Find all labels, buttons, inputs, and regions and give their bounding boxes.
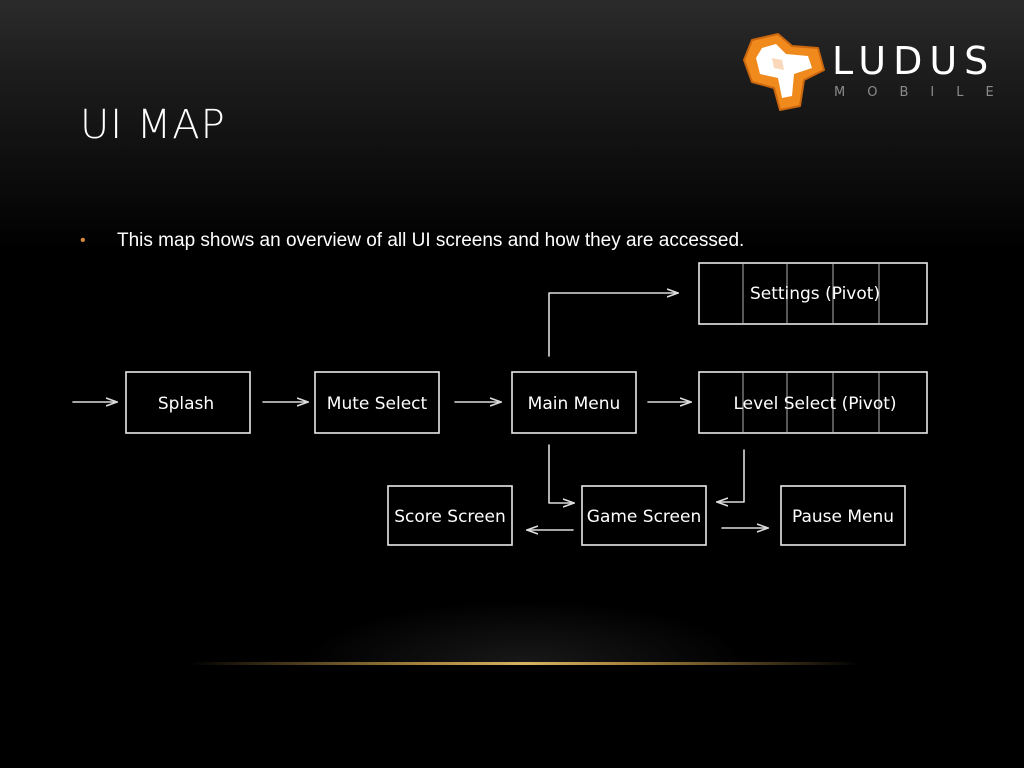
edge-main-menu-game-screen (548, 444, 574, 503)
bullet-text: This map shows an overview of all UI scr… (117, 230, 745, 251)
node-label-splash: Splash (158, 394, 214, 414)
slide-title: UI MAP (80, 102, 226, 148)
edge-main-menu-settings (548, 293, 678, 357)
node-label-game-screen: Game Screen (587, 507, 701, 527)
diagram-node-mute-select: Mute Select (314, 371, 440, 434)
diagram-node-game-screen: Game Screen (581, 485, 707, 546)
node-label-pause-menu: Pause Menu (792, 507, 894, 527)
logo-subtitle: MOBILE (834, 85, 1016, 100)
diagram-node-splash: Splash (125, 371, 251, 434)
logo-wordmark: LUDUS (832, 39, 996, 83)
footer-glow (300, 600, 750, 664)
bullet-icon: • (80, 232, 86, 249)
edge-level-select-game-screen (717, 449, 745, 502)
node-label-level-select: Level Select (Pivot) (733, 394, 896, 414)
diagram-edges (72, 293, 768, 530)
node-label-score-screen: Score Screen (394, 507, 505, 527)
node-label-main-menu: Main Menu (528, 394, 621, 414)
logo: LUDUS MOBILE (738, 30, 998, 116)
node-label-settings: Settings (Pivot) (750, 284, 880, 304)
diagram-node-level-select: Level Select (Pivot) (698, 371, 928, 434)
footer-divider (190, 662, 860, 665)
ludus-cross-icon (743, 33, 825, 111)
diagram-node-settings: Settings (Pivot) (698, 262, 928, 325)
diagram-node-pause-menu: Pause Menu (780, 485, 906, 546)
diagram-node-score-screen: Score Screen (387, 485, 513, 546)
diagram-node-main-menu: Main Menu (511, 371, 637, 434)
node-label-mute-select: Mute Select (327, 394, 428, 414)
